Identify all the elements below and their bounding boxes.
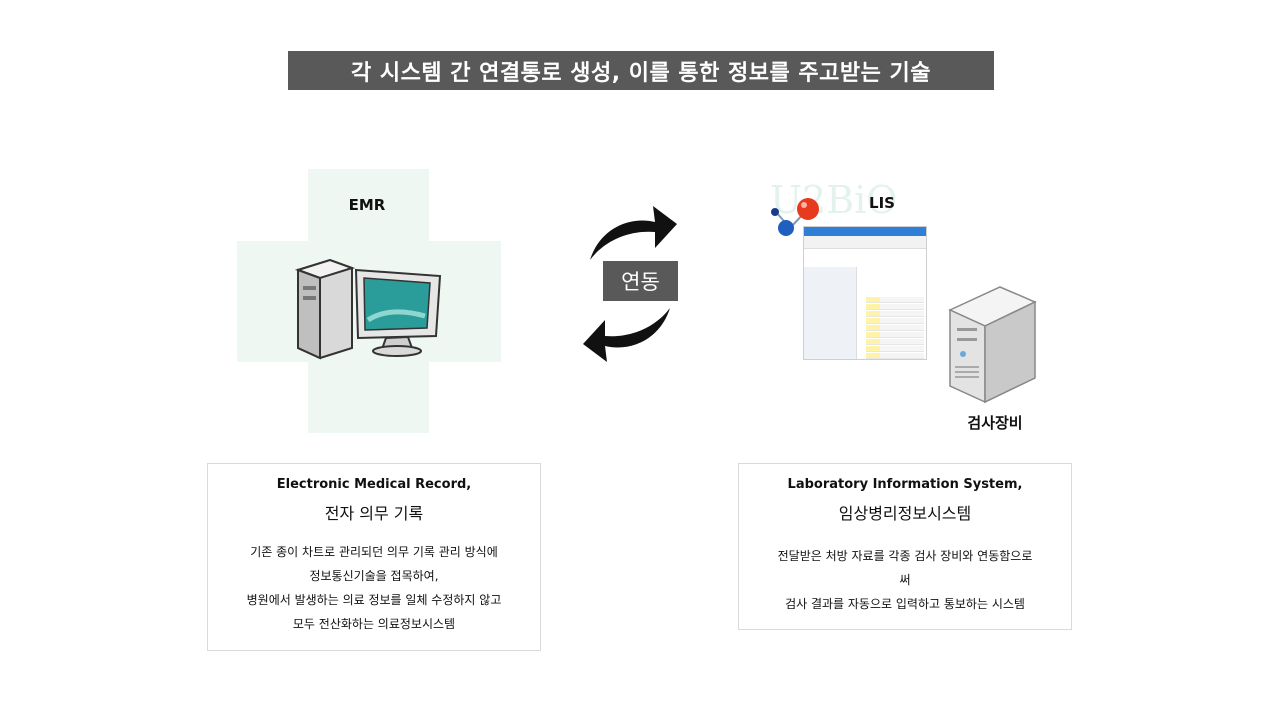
lis-title-en: Laboratory Information System,	[787, 477, 1023, 492]
link-badge: 연동	[603, 261, 678, 301]
molecule-icon	[771, 198, 819, 236]
lis-label: LIS	[869, 194, 895, 212]
emr-description-box: Electronic Medical Record, 전자 의무 기록 기존 종…	[207, 463, 541, 651]
server-icon	[948, 286, 1037, 404]
watermark: U2BiO	[770, 178, 898, 222]
lis-description-box: Laboratory Information System, 임상병리정보시스템…	[738, 463, 1072, 630]
emr-title-ko: 전자 의무 기록	[324, 504, 424, 523]
circular-arrows-icon	[583, 206, 677, 362]
page-title: 각 시스템 간 연결통로 생성, 이를 통한 정보를 주고받는 기술	[288, 51, 994, 90]
computer-icon	[294, 258, 442, 360]
lis-title-ko: 임상병리정보시스템	[838, 504, 972, 523]
lis-screenshot	[803, 226, 927, 360]
equipment-label: 검사장비	[967, 414, 1023, 432]
emr-description: 기존 종이 차트로 관리되던 의무 기록 관리 방식에 정보통신기술을 접목하여…	[246, 545, 502, 631]
emr-title-en: Electronic Medical Record,	[276, 477, 472, 492]
emr-label: EMR	[348, 196, 386, 214]
lis-description: 전달받은 처방 자료를 각종 검사 장비와 연동함으로 써 검사 결과를 자동으…	[777, 549, 1033, 611]
